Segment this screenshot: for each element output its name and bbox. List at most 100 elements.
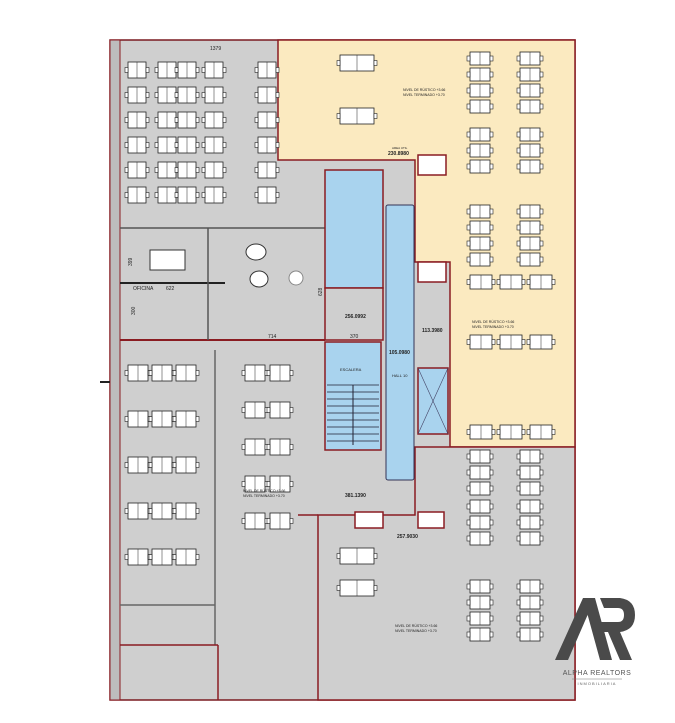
desk-cluster <box>516 481 544 496</box>
desk-cluster <box>466 143 494 158</box>
desk-cluster <box>526 424 556 440</box>
dim-corridor: 370 <box>350 334 359 340</box>
desk-cluster <box>148 548 176 566</box>
desk-cluster <box>516 579 544 594</box>
desk-cluster <box>201 161 227 179</box>
dim-lounge-width: 714 <box>268 334 277 340</box>
dim-office-width: 622 <box>166 286 175 292</box>
area-caption: AREA UTIL <box>392 146 408 150</box>
desk-cluster <box>201 136 227 154</box>
stair-treads <box>327 384 379 445</box>
lounge-room <box>324 287 384 341</box>
area-lower-center: 257.9030 <box>397 534 418 540</box>
desk-cluster <box>466 334 496 350</box>
desk-cluster <box>526 334 556 350</box>
desk-cluster <box>516 204 544 219</box>
desk-cluster <box>336 547 378 565</box>
desk-cluster <box>124 502 152 520</box>
level-note: NIVEL DE RÚSTICO +3.66 <box>403 88 445 92</box>
desk-cluster <box>124 136 150 154</box>
desk-cluster <box>124 410 152 428</box>
area-hall: 105.0980 <box>389 350 410 356</box>
desk-cluster <box>466 236 494 251</box>
desk-cluster <box>172 502 200 520</box>
desk-cluster <box>241 364 269 382</box>
desk-cluster <box>172 410 200 428</box>
level-note: NIVEL DE RÚSTICO +3.66 <box>243 489 285 493</box>
alpha-realtors-logo: ALPHA REALTORS INMOBILIARIA <box>555 598 635 686</box>
desk-cluster <box>174 136 200 154</box>
desk-cluster <box>124 364 152 382</box>
desk-cluster <box>466 67 494 82</box>
brand-tagline: INMOBILIARIA <box>578 681 617 686</box>
desk-cluster <box>148 364 176 382</box>
desk-cluster <box>516 449 544 464</box>
desk-cluster <box>254 161 280 179</box>
brand-name: ALPHA REALTORS <box>563 670 632 677</box>
desk-cluster <box>516 143 544 158</box>
level-note: NIVEL DE RÚSTICO +3.66 <box>472 320 514 324</box>
desk-cluster <box>201 86 227 104</box>
desk-cluster <box>466 159 494 174</box>
desk-cluster <box>516 67 544 82</box>
area-lounge: 256.0992 <box>345 314 366 320</box>
room-label-office: OFICINA <box>133 286 154 292</box>
area-top-zone: 230.8980 <box>388 151 409 157</box>
desk-cluster <box>174 111 200 129</box>
desk-cluster <box>466 531 494 546</box>
desk-cluster <box>466 99 494 114</box>
desk-cluster <box>466 481 494 496</box>
desk-clusters <box>124 51 556 642</box>
area-lower-left: 381.1390 <box>345 493 366 499</box>
desk-cluster <box>516 531 544 546</box>
desk-cluster <box>148 410 176 428</box>
desk-cluster <box>516 127 544 142</box>
desk-cluster <box>174 161 200 179</box>
desk-cluster <box>254 186 280 204</box>
desk-cluster <box>266 475 294 493</box>
hall-corridor <box>385 204 415 481</box>
desk-cluster <box>466 611 494 626</box>
desk-cluster <box>124 186 150 204</box>
level-note: NIVEL TERMINADO +3.70 <box>395 629 437 633</box>
logo-mark-r <box>600 598 635 660</box>
desk-cluster <box>496 424 526 440</box>
desk-cluster <box>466 252 494 267</box>
desk-cluster <box>516 51 544 66</box>
desk-cluster <box>466 274 496 290</box>
desk-cluster <box>148 502 176 520</box>
desk-cluster <box>466 83 494 98</box>
level-note: NIVEL DE RÚSTICO +3.66 <box>395 624 437 628</box>
desk-cluster <box>466 449 494 464</box>
level-note: NIVEL TERMINADO +3.70 <box>403 93 445 97</box>
desk-cluster <box>172 456 200 474</box>
gray-zone-right-bottom <box>317 446 576 701</box>
desk-cluster <box>466 627 494 642</box>
level-note: NIVEL TERMINADO +3.70 <box>472 325 514 329</box>
lounge-chair <box>249 270 269 288</box>
desk-cluster <box>174 61 200 79</box>
desk-cluster <box>466 515 494 530</box>
desk-cluster <box>466 127 494 142</box>
desk-cluster <box>266 401 294 419</box>
lounge-chair <box>245 243 267 261</box>
desk-cluster <box>466 204 494 219</box>
desk-cluster <box>241 401 269 419</box>
duct-shaft <box>417 154 447 176</box>
desk-cluster <box>172 548 200 566</box>
desk-cluster <box>254 61 280 79</box>
desk-cluster <box>336 54 378 72</box>
duct-shaft <box>417 261 447 283</box>
level-note: NIVEL TERMINADO +3.70 <box>243 494 285 498</box>
desk-cluster <box>241 438 269 456</box>
duct-shaft <box>354 511 384 529</box>
desk-cluster <box>254 111 280 129</box>
desk-cluster <box>516 515 544 530</box>
logo-mark-a <box>555 598 595 660</box>
desk-cluster <box>254 136 280 154</box>
restrooms-core <box>324 169 384 289</box>
desk-cluster <box>516 595 544 610</box>
desk-cluster <box>124 161 150 179</box>
desk-cluster <box>174 86 200 104</box>
